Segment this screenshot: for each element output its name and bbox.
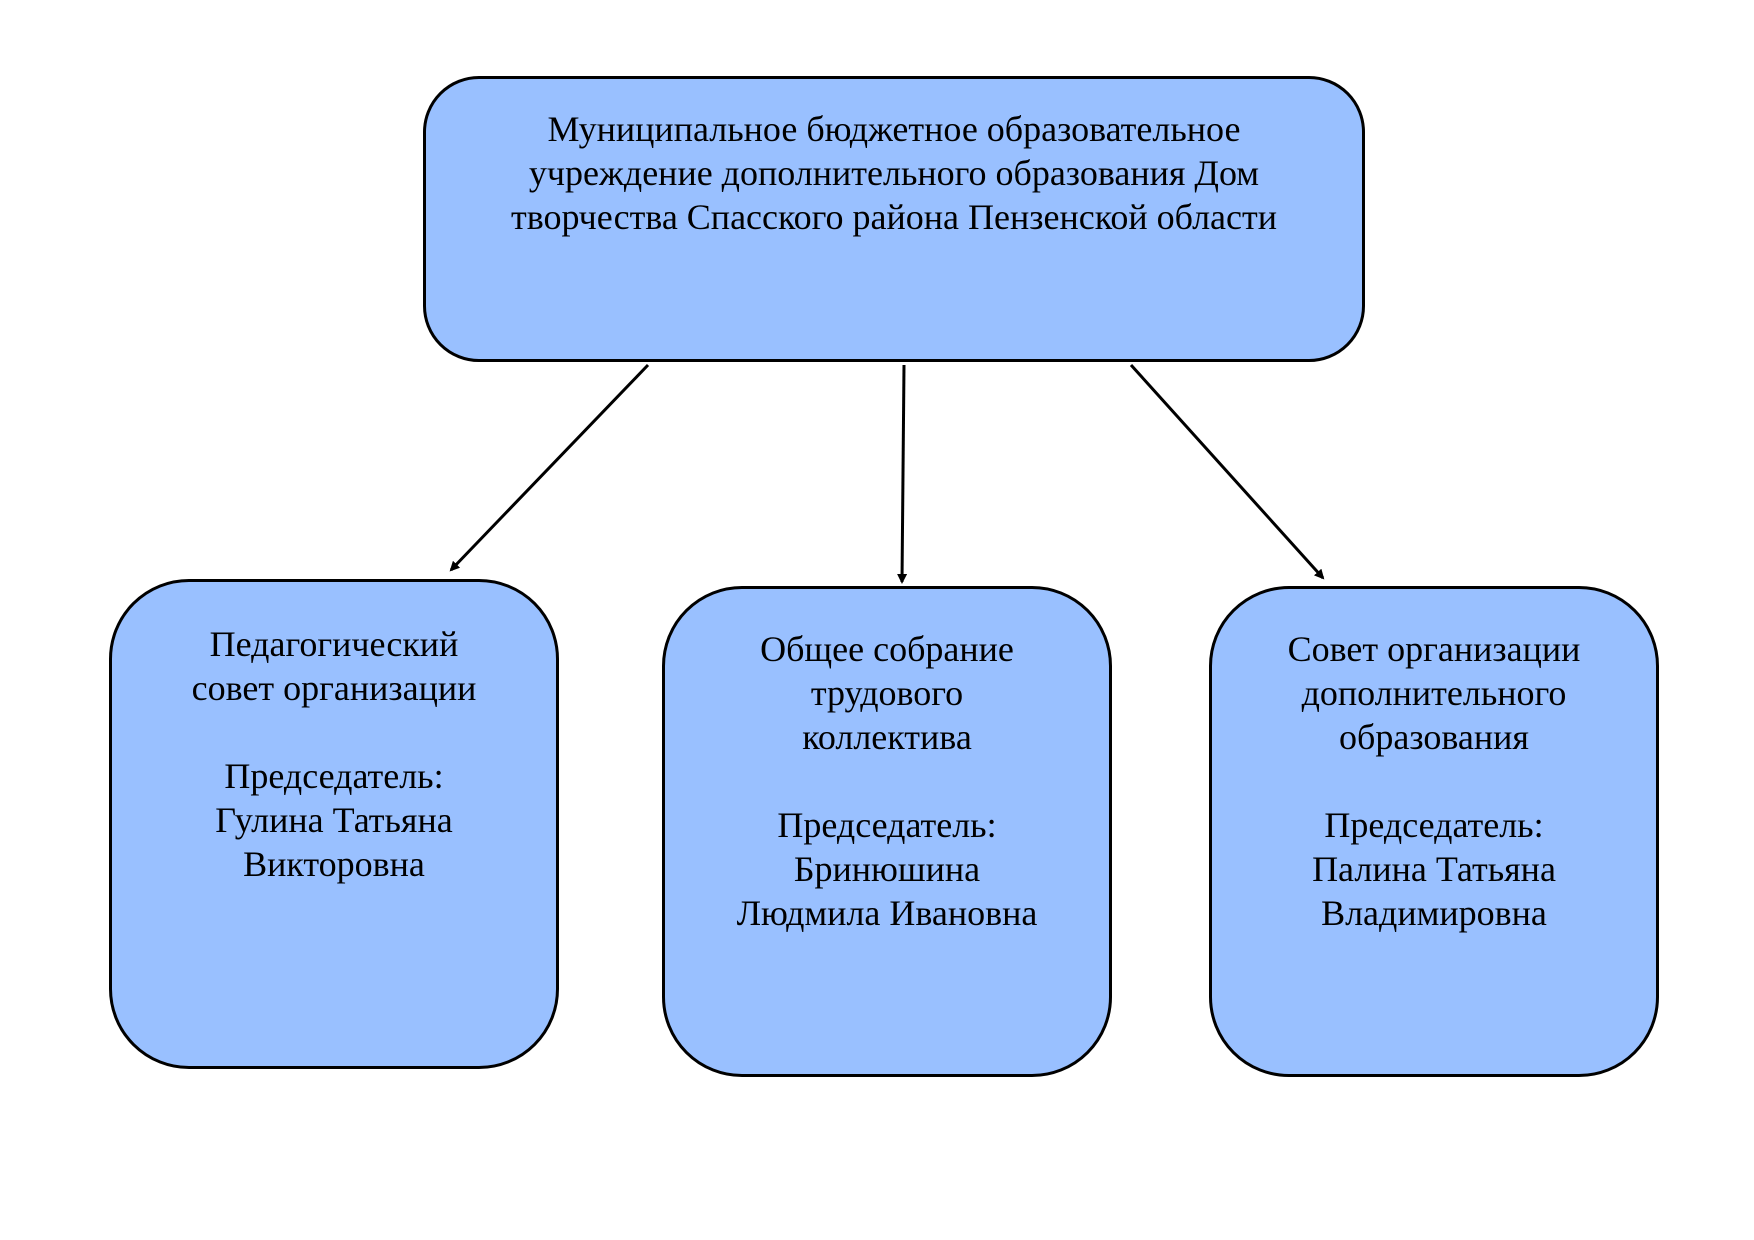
chair-label: Председатель: — [1324, 805, 1544, 845]
box-name-line: Совет организации — [1287, 629, 1581, 669]
organization-council-box: Совет организации дополнительного образо… — [1209, 586, 1659, 1077]
arrow-to-general-meeting — [897, 364, 908, 584]
box-name-line: дополнительного — [1301, 673, 1567, 713]
pedagogical-council-box: Педагогический совет организации Председ… — [109, 579, 559, 1069]
box-name-line: совет организации — [191, 668, 477, 708]
chair-name-line: Бринюшина — [793, 849, 981, 889]
box-name-line: Педагогический — [209, 624, 459, 664]
box-name-line: образования — [1339, 717, 1529, 757]
chair-name-line: Людмила Ивановна — [736, 893, 1038, 933]
chair-name-line: Палина Татьяна — [1312, 849, 1556, 889]
chair-label: Председатель: — [777, 805, 997, 845]
box-name-line: Общее собрание — [760, 629, 1014, 669]
box-name-line: трудового — [810, 673, 964, 713]
root-organization-box: Муниципальное бюджетное образовательное … — [423, 76, 1365, 362]
chair-name-line: Викторовна — [243, 844, 425, 884]
chair-label: Председатель: — [224, 756, 444, 796]
arrow-to-council — [1129, 363, 1325, 580]
chair-name-line: Гулина Татьяна — [215, 800, 453, 840]
arrow-to-pedagogical-council — [449, 363, 650, 572]
root-title: Муниципальное бюджетное образовательное … — [511, 109, 1277, 237]
general-meeting-box: Общее собрание трудового коллектива Пред… — [662, 586, 1112, 1077]
box-name-line: коллектива — [802, 717, 972, 757]
chair-name-line: Владимировна — [1321, 893, 1547, 933]
